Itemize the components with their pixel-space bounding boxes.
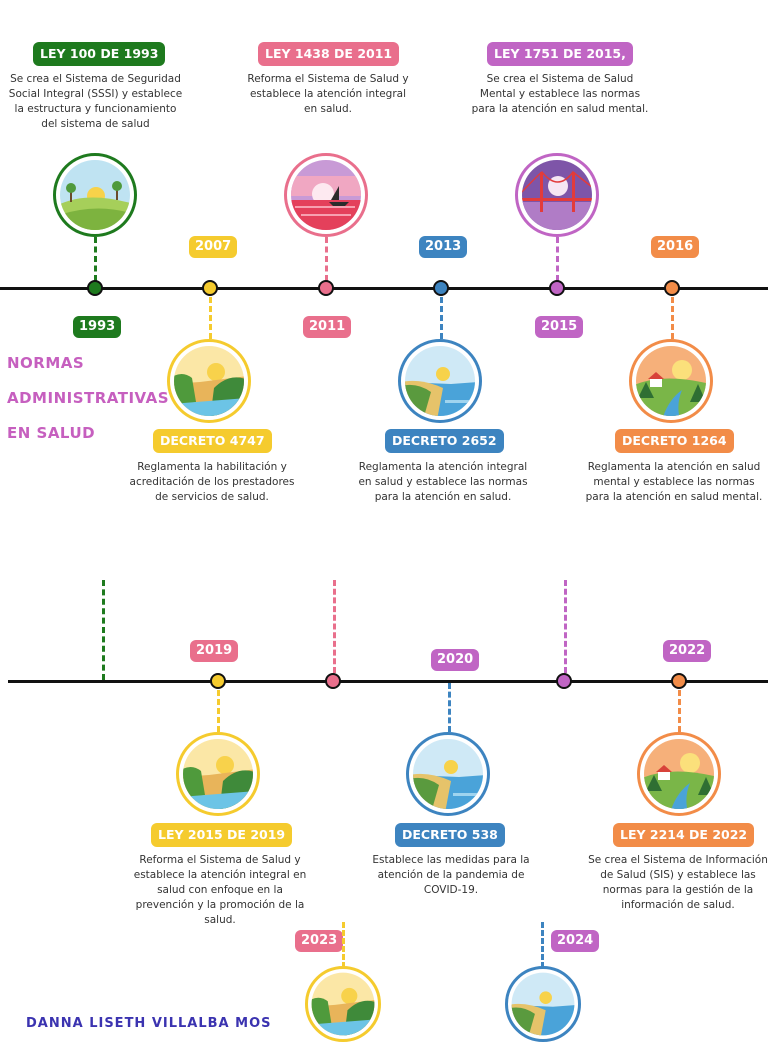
event-year-label: 2011 <box>303 316 352 338</box>
event-year-label: 2013 <box>419 236 468 258</box>
event-description: Reforma el Sistema de Salud y establece … <box>247 73 409 115</box>
event-description: Reglamenta la habilitación y acreditació… <box>129 461 295 503</box>
event-connector <box>556 237 559 281</box>
event-year-label: 2016 <box>651 236 700 258</box>
river-house-icon <box>629 339 713 423</box>
event-connector <box>325 237 328 281</box>
event-connector <box>448 683 451 732</box>
event-connector <box>209 297 212 339</box>
timeline-node[interactable] <box>210 673 226 689</box>
sunset-sailboat-icon <box>284 153 368 237</box>
event-title-badge: LEY 2214 DE 2022 <box>613 823 755 847</box>
event-description: Reforma el Sistema de Salud y establece … <box>133 854 307 926</box>
event-title-badge: DECRETO 1264 <box>615 429 734 453</box>
beach-landscape-icon <box>398 339 482 423</box>
bridge-night-icon <box>515 153 599 237</box>
event-year-label: 2020 <box>431 649 480 671</box>
timeline-node[interactable] <box>202 280 218 296</box>
section-title-line: NORMAS <box>7 354 85 372</box>
event-year-label: 2015 <box>535 316 584 338</box>
beach-landscape-icon <box>505 966 581 1042</box>
event-connector <box>541 922 544 968</box>
timeline-node[interactable] <box>549 280 565 296</box>
event-title-badge: DECRETO 2652 <box>385 429 504 453</box>
timeline-node[interactable] <box>87 280 103 296</box>
event-connector <box>678 690 681 732</box>
timeline-line-bottom <box>8 680 768 683</box>
event-title-badge: LEY 2015 DE 2019 <box>151 823 293 847</box>
event-title-badge: DECRETO 538 <box>395 823 505 847</box>
river-house-icon <box>637 732 721 816</box>
event-connector <box>102 580 105 680</box>
timeline-node[interactable] <box>318 280 334 296</box>
event-year-label: 2023 <box>295 930 344 952</box>
timeline-node[interactable] <box>671 673 687 689</box>
event-connector <box>564 580 567 673</box>
event-description: Reglamenta la atención en salud mental y… <box>585 461 763 503</box>
event-year-label: 1993 <box>73 316 122 338</box>
section-title-line: ADMINISTRATIVAS <box>7 389 170 407</box>
event-description: Se crea el Sistema de Información de Sal… <box>588 854 768 911</box>
event-connector <box>94 237 97 281</box>
event-description: Establece las medidas para la atención d… <box>372 854 530 896</box>
timeline-node[interactable] <box>556 673 572 689</box>
event-connector <box>671 297 674 339</box>
event-year-label: 2019 <box>190 640 239 662</box>
beach-landscape-icon <box>406 732 490 816</box>
timeline-line-top <box>0 287 768 290</box>
event-connector <box>333 580 336 673</box>
timeline-node[interactable] <box>433 280 449 296</box>
event-description: Se crea el Sistema de Seguridad Social I… <box>8 73 183 130</box>
cliff-landscape-icon <box>167 339 251 423</box>
cliff-landscape-icon <box>176 732 260 816</box>
section-title-line: EN SALUD <box>7 424 96 442</box>
event-title-badge: LEY 100 DE 1993 <box>33 42 166 66</box>
event-connector <box>217 690 220 732</box>
event-connector <box>342 922 345 968</box>
event-connector <box>440 297 443 339</box>
timeline-node[interactable] <box>325 673 341 689</box>
event-title-badge: DECRETO 4747 <box>153 429 272 453</box>
event-description: Se crea el Sistema de Salud Mental y est… <box>471 73 649 115</box>
event-year-label: 2007 <box>189 236 238 258</box>
meadow-landscape-icon <box>53 153 137 237</box>
timeline-node[interactable] <box>664 280 680 296</box>
cliff-landscape-icon <box>305 966 381 1042</box>
event-title-badge: LEY 1438 DE 2011 <box>258 42 400 66</box>
event-description: Reglamenta la atención integral en salud… <box>358 461 528 503</box>
event-title-badge: LEY 1751 DE 2015, <box>487 42 633 66</box>
event-year-label: 2024 <box>551 930 600 952</box>
event-year-label: 2022 <box>663 640 712 662</box>
